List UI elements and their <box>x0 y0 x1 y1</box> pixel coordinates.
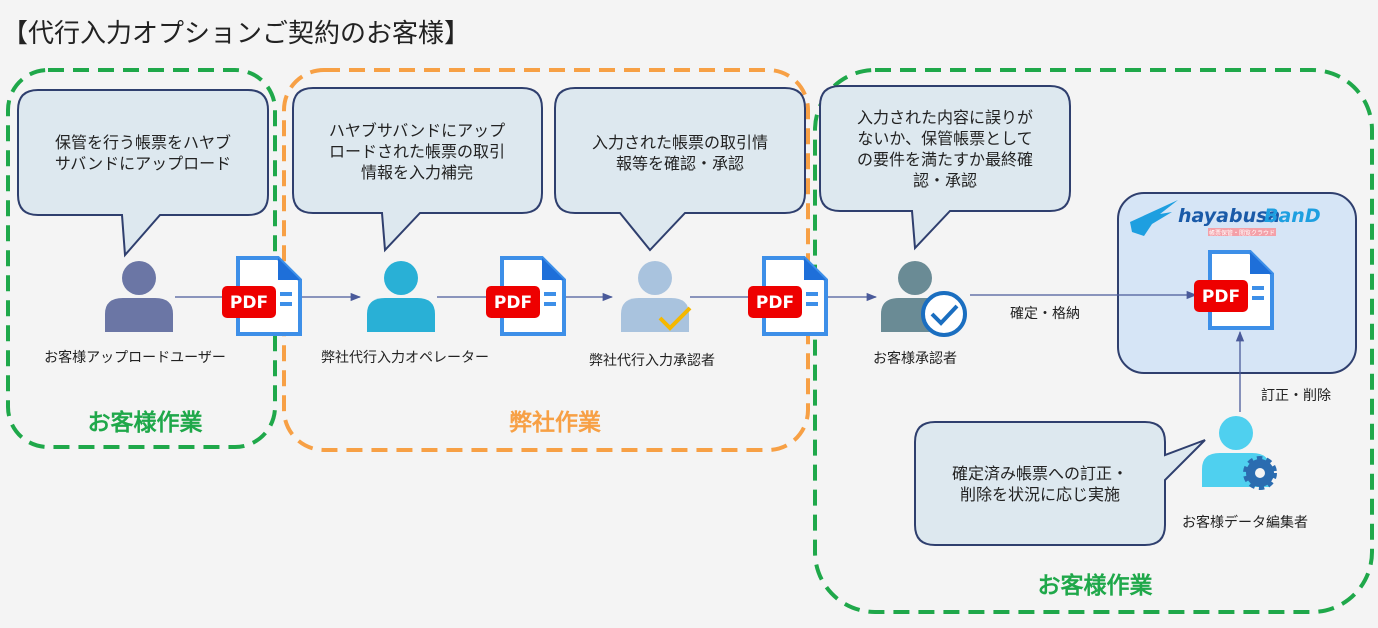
speech-bubble-1: 保管を行う帳票をハヤブ サバンドにアップロード <box>17 89 269 258</box>
pdf-file-icon: PDF <box>484 256 566 336</box>
bubble-text: 報等を確認・承認 <box>616 154 744 173</box>
company-work-label: 弊社作業 <box>509 409 602 436</box>
speech-bubble-5: 確定済み帳票への訂正・ 削除を状況に応じ実施 <box>914 421 1206 546</box>
svg-text:弊社代行入力オペレーター: 弊社代行入力オペレーター <box>321 350 489 366</box>
user-icon <box>105 261 173 332</box>
svg-text:お客様データ編集者: お客様データ編集者 <box>1182 514 1308 531</box>
bubble-text: ハヤブサバンドにアップ <box>329 121 505 140</box>
pdf-file-icon: PDF <box>1192 250 1274 330</box>
customer-group-box-1 <box>6 68 277 449</box>
logo-brand-2: BanD <box>1264 205 1321 227</box>
bubble-text: 認・承認 <box>913 171 977 190</box>
bubble-text: 保管を行う帳票をハヤブ <box>55 133 231 152</box>
input-approver: 弊社代行入力承認者 <box>589 261 715 369</box>
svg-text:PDF: PDF <box>756 293 794 313</box>
pdf-file-icon: PDF <box>746 256 828 336</box>
logo-brand-1: hayabusa <box>1178 205 1280 227</box>
svg-text:弊社代行入力承認者: 弊社代行入力承認者 <box>589 353 715 369</box>
bubble-text: 入力された帳票の取引情 <box>592 133 768 152</box>
bubble-text: 削除を状況に応じ実施 <box>960 485 1120 504</box>
hayabusa-logo: hayabusa BanD 帳票保管・閲覧クラウド <box>1130 200 1321 237</box>
gear-icon <box>1243 456 1277 490</box>
page-title: 【代行入力オプションご契約のお客様】 <box>2 19 470 49</box>
check-circle-icon <box>921 291 967 337</box>
bubble-text: 入力された内容に誤りが <box>857 108 1033 127</box>
svg-text:PDF: PDF <box>1202 287 1240 307</box>
bubble-text: サバンドにアップロード <box>55 154 231 173</box>
bubble-text: ロードされた帳票の取引 <box>329 142 505 161</box>
customer-group-box-2 <box>813 68 1374 614</box>
data-editor: お客様データ編集者 <box>1182 416 1308 531</box>
speech-bubble-2: ハヤブサバンドにアップ ロードされた帳票の取引 情報を入力補完 <box>292 87 543 253</box>
logo-tagline: 帳票保管・閲覧クラウド <box>1209 229 1275 237</box>
customer-approver: お客様承認者 <box>873 261 967 367</box>
svg-text:お客様承認者: お客様承認者 <box>873 350 957 367</box>
svg-text:PDF: PDF <box>230 293 268 313</box>
speech-bubble-4: 入力された内容に誤りが ないか、保管帳票として の要件を満たすか最終確 認・承認 <box>819 85 1071 251</box>
bubble-text: の要件を満たすか最終確 <box>857 150 1033 169</box>
svg-text:PDF: PDF <box>494 293 532 313</box>
upload-user: お客様アップロードユーザー <box>44 261 226 366</box>
input-operator: 弊社代行入力オペレーター <box>321 261 489 366</box>
bubble-text: 確定済み帳票への訂正・ <box>952 464 1128 483</box>
bubble-text: ないか、保管帳票として <box>857 129 1032 148</box>
speech-bubble-3: 入力された帳票の取引情 報等を確認・承認 <box>554 87 806 252</box>
customer-work-label: お客様作業 <box>88 409 204 436</box>
bubble-text: 情報を入力補完 <box>361 163 473 182</box>
user-icon <box>367 261 435 332</box>
customer-work-label: お客様作業 <box>1038 572 1154 599</box>
check-icon <box>658 306 692 331</box>
pdf-file-icon: PDF <box>220 256 302 336</box>
svg-text:お客様アップロードユーザー: お客様アップロードユーザー <box>44 349 226 366</box>
store-label: 確定・格納 <box>1010 306 1080 322</box>
edit-label: 訂正・削除 <box>1261 388 1331 404</box>
